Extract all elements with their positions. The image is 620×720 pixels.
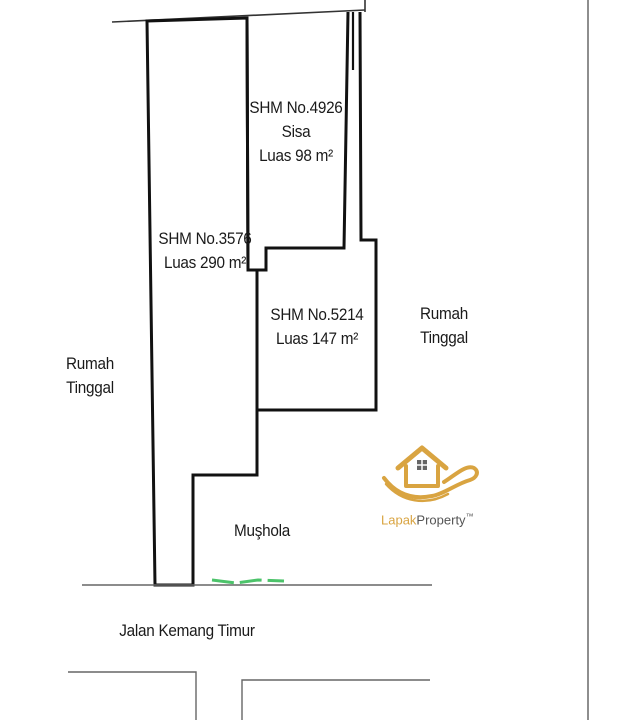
parcel-outline-5214 xyxy=(255,11,378,412)
road-green-marking xyxy=(211,578,285,585)
neighbor-label-right: Rumah Tinggal xyxy=(408,302,480,350)
brand-trademark: ™ xyxy=(465,512,474,521)
mushola-label: Muşhola xyxy=(234,521,290,540)
brand-logo-text: LapakProperty™ xyxy=(381,512,474,527)
road-lower-edge-left xyxy=(68,671,197,720)
parcel-label-3576: SHM No.3576 Luas 290 m² xyxy=(150,227,260,275)
parcel-4926-note: Sisa xyxy=(281,122,311,141)
parcel-3576-area: Luas 290 m² xyxy=(163,253,247,272)
road-lower-edge-right xyxy=(241,679,430,720)
parcel-label-5214: SHM No.5214 Luas 147 m² xyxy=(263,303,371,351)
house-in-hand-icon xyxy=(382,445,479,502)
parcel-3576-cert: SHM No.3576 xyxy=(158,229,252,248)
parcel-5214-area: Luas 147 m² xyxy=(275,329,359,348)
parcel-outline-3576 xyxy=(145,16,259,587)
neighbor-left-line1: Rumah xyxy=(66,354,114,373)
road-label: Jalan Kemang Timur xyxy=(119,621,255,640)
parcel-label-4926: SHM No.4926 Sisa Luas 98 m² xyxy=(246,96,347,168)
neighbor-right-line2: Tinggal xyxy=(420,328,468,347)
neighbor-label-left: Rumah Tinggal xyxy=(54,352,126,400)
parcel-5214-cert: SHM No.5214 xyxy=(270,305,364,324)
brand-part1: Lapak xyxy=(381,512,417,528)
brand-part2: Property xyxy=(416,512,466,528)
parcel-4926-area: Luas 98 m² xyxy=(259,146,333,165)
neighbor-left-line2: Tinggal xyxy=(66,378,114,397)
neighbor-right-line1: Rumah xyxy=(420,304,468,323)
parcel-4926-cert: SHM No.4926 xyxy=(249,98,343,117)
